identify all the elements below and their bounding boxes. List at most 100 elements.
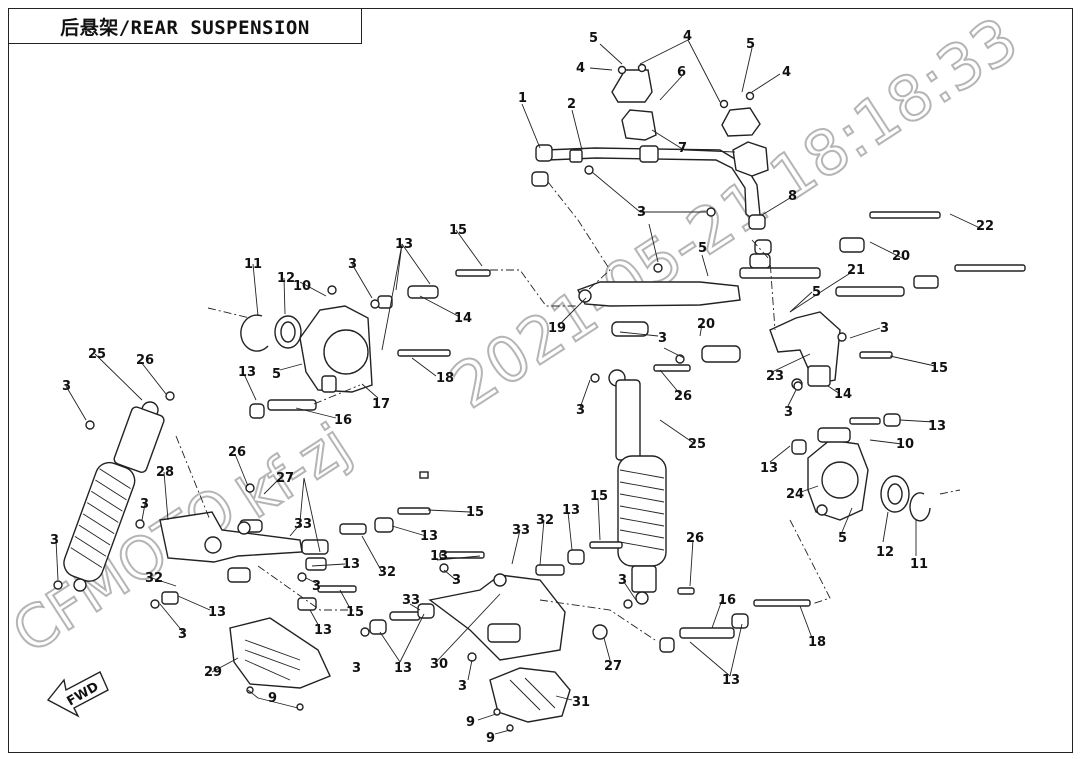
callout-5: 5 [812,285,821,300]
left-skid-guard [229,617,331,689]
callout-3: 3 [140,497,149,512]
callout-29: 29 [204,665,222,680]
fwd-arrow: FWD [46,671,109,718]
callout-4: 4 [576,61,585,76]
callout-12: 12 [876,545,894,560]
callout-3: 3 [312,579,321,594]
callout-13: 13 [342,557,360,572]
callout-3: 3 [452,573,461,588]
assembly-lines [175,181,961,641]
callout-3: 3 [62,379,71,394]
callout-27: 27 [276,471,294,486]
callout-20: 20 [892,249,910,264]
callout-4: 4 [683,29,692,44]
left-shock-absorber [63,401,165,592]
callout-15: 15 [346,605,364,620]
callout-19: 19 [548,321,566,336]
callout-3: 3 [658,331,667,346]
callout-13: 13 [420,529,438,544]
leader-lines [55,39,981,735]
callout-3: 3 [458,679,467,694]
callout-3: 3 [348,257,357,272]
callout-3: 3 [637,205,646,220]
callout-14: 14 [454,311,472,326]
callout-25: 25 [688,437,706,452]
callout-13: 13 [928,419,946,434]
callout-24: 24 [786,487,804,502]
callout-11: 11 [244,257,262,272]
callout-16: 16 [718,593,736,608]
left-knuckle-assembly [240,285,373,393]
callout-33: 33 [512,523,530,538]
callout-22: 22 [976,219,994,234]
callout-17: 17 [372,397,390,412]
right-shock-absorber [608,369,667,605]
callout-13: 13 [722,673,740,688]
callout-33: 33 [294,517,312,532]
title-box: 后悬架/REAR SUSPENSION [8,8,362,44]
right-skid-guard [489,667,571,723]
callout-32: 32 [378,565,396,580]
callout-14: 14 [834,387,852,402]
callout-4: 4 [782,65,791,80]
callout-3: 3 [880,321,889,336]
callout-13: 13 [395,237,413,252]
callout-26: 26 [228,445,246,460]
callout-18: 18 [808,635,826,650]
callout-5: 5 [272,367,281,382]
callout-15: 15 [930,361,948,376]
callout-5: 5 [589,31,598,46]
callout-3: 3 [576,403,585,418]
callout-13: 13 [394,661,412,676]
callout-3: 3 [352,661,361,676]
callout-15: 15 [466,505,484,520]
fasteners [53,263,901,732]
callout-16: 16 [334,413,352,428]
callout-21: 21 [847,263,865,278]
callout-27: 27 [604,659,622,674]
callout-26: 26 [674,389,692,404]
callout-3: 3 [618,573,627,588]
callout-32: 32 [536,513,554,528]
watermark: 2021-05-21 18:18:33 kf-zj CFMOTO [0,2,1031,668]
callout-13: 13 [562,503,580,518]
callout-9: 9 [486,731,495,746]
callout-9: 9 [268,691,277,706]
callout-3: 3 [784,405,793,420]
callout-25: 25 [88,347,106,362]
left-lower-arm [159,511,329,583]
callout-10: 10 [896,437,914,452]
callout-26: 26 [686,531,704,546]
callout-13: 13 [760,461,778,476]
callout-1: 1 [518,91,527,106]
callout-15: 15 [449,223,467,238]
callout-labels: 1 2 4 5 4 5 4 6 7 8 3 22 20 5 21 5 19 20… [50,29,994,746]
callout-18: 18 [436,371,454,386]
callout-5: 5 [698,241,707,256]
callout-12: 12 [277,271,295,286]
callout-26: 26 [136,353,154,368]
callout-2: 2 [567,97,576,112]
diagram-frame [8,8,1073,753]
callout-8: 8 [788,189,797,204]
callout-3: 3 [178,627,187,642]
page-title: 后悬架/REAR SUSPENSION [60,16,310,39]
callout-13: 13 [430,549,448,564]
callout-33: 33 [402,593,420,608]
right-lower-arm [428,573,566,661]
callout-3: 3 [50,533,59,548]
callout-23: 23 [766,369,784,384]
callout-10: 10 [293,279,311,294]
callout-32: 32 [145,571,163,586]
callout-30: 30 [430,657,448,672]
callout-7: 7 [678,141,687,156]
callout-28: 28 [156,465,174,480]
callout-9: 9 [466,715,475,730]
callout-5: 5 [838,531,847,546]
callout-15: 15 [590,489,608,504]
callout-13: 13 [208,605,226,620]
callout-5: 5 [746,37,755,52]
callout-31: 31 [572,695,590,710]
callout-6: 6 [677,65,686,80]
